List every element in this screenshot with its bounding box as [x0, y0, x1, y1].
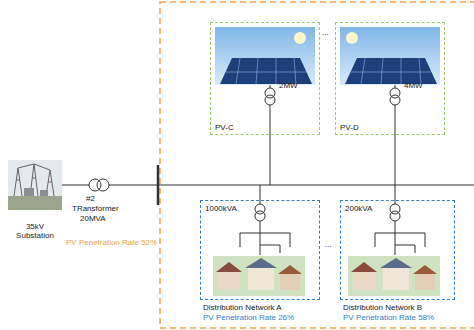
houses-picture — [213, 256, 305, 296]
solar-panel-picture — [226, 58, 306, 84]
node-label: Distribution Network B — [343, 303, 422, 312]
houses-picture — [383, 268, 409, 290]
substation-picture — [8, 160, 62, 210]
pv-wiring — [395, 105, 396, 185]
node-label: PV Penetration Rate 58% — [343, 313, 434, 322]
node-label: PV Penetration Rate 26% — [203, 313, 294, 322]
substation-label: 35kV Substation — [10, 222, 60, 240]
substation-picture — [14, 164, 54, 196]
pv-wiring — [270, 105, 271, 185]
main-wiring — [97, 179, 109, 191]
substation-picture — [24, 188, 34, 196]
solar-panel-picture — [340, 27, 440, 85]
feeder-wiring — [255, 211, 265, 221]
transformer-number: #2 — [86, 194, 95, 203]
solar-panel-picture — [340, 27, 440, 85]
feeder-wiring — [240, 221, 290, 255]
pv-plant-box: 4MW PV-D — [335, 22, 445, 135]
feeder-wiring — [260, 185, 261, 204]
substation-picture — [8, 196, 62, 210]
plant-boundary — [160, 2, 474, 328]
node-label: PV-C — [215, 123, 234, 132]
feeder-wiring — [390, 211, 400, 221]
solar-panel-picture — [346, 32, 358, 44]
pv-plant-box: 2MW PV-C — [210, 22, 320, 135]
houses-picture — [348, 256, 440, 296]
solar-panel-picture — [215, 27, 315, 85]
distribution-network-box: 200kVADistribution Network BPV Penetrati… — [340, 200, 455, 300]
houses-picture — [213, 256, 305, 296]
solar-panel-picture — [215, 27, 315, 85]
houses-picture — [216, 262, 242, 272]
main-wiring — [158, 185, 474, 186]
distribution-network-box: 1000kVADistribution Network APV Penetrat… — [200, 200, 320, 300]
penetration-rate: PV Penetration Rate 52% — [66, 238, 157, 247]
main-wiring — [62, 165, 474, 205]
node-text: 4MW — [404, 81, 423, 90]
houses-picture — [413, 265, 437, 274]
pv-wiring — [390, 95, 400, 105]
houses-picture — [218, 272, 240, 290]
substation-picture — [8, 160, 62, 210]
houses-picture — [415, 274, 435, 290]
main-wiring — [109, 185, 158, 186]
solar-panel-picture — [294, 32, 306, 44]
ellipsis: ... — [325, 240, 332, 249]
houses-picture — [248, 268, 274, 290]
feeder-wiring — [240, 185, 425, 255]
houses-picture — [280, 274, 300, 290]
node-label: PV-D — [340, 123, 359, 132]
main-wiring — [62, 185, 89, 186]
houses-picture — [353, 272, 375, 290]
substation-picture — [40, 190, 48, 196]
houses-picture — [351, 262, 377, 272]
ellipsis: ... — [322, 28, 329, 37]
solar-panel-picture — [220, 58, 312, 84]
houses-picture — [348, 256, 440, 296]
feeder-wiring — [395, 185, 396, 204]
houses-picture — [380, 258, 412, 268]
node-text: 1000kVA — [205, 204, 237, 213]
houses-picture — [245, 258, 277, 268]
pv-wiring — [265, 95, 275, 105]
node-text: 2MW — [279, 81, 298, 90]
node-label: Distribution Network A — [203, 303, 282, 312]
node-text: 200kVA — [345, 204, 372, 213]
solar-panel-picture — [351, 58, 431, 84]
transformer-label: TRansformer — [72, 204, 119, 213]
solar-panel-picture — [345, 58, 437, 84]
pv-wiring — [265, 85, 400, 185]
transformer-rating: 20MVA — [80, 214, 106, 223]
houses-picture — [278, 265, 302, 274]
feeder-wiring — [375, 221, 425, 255]
